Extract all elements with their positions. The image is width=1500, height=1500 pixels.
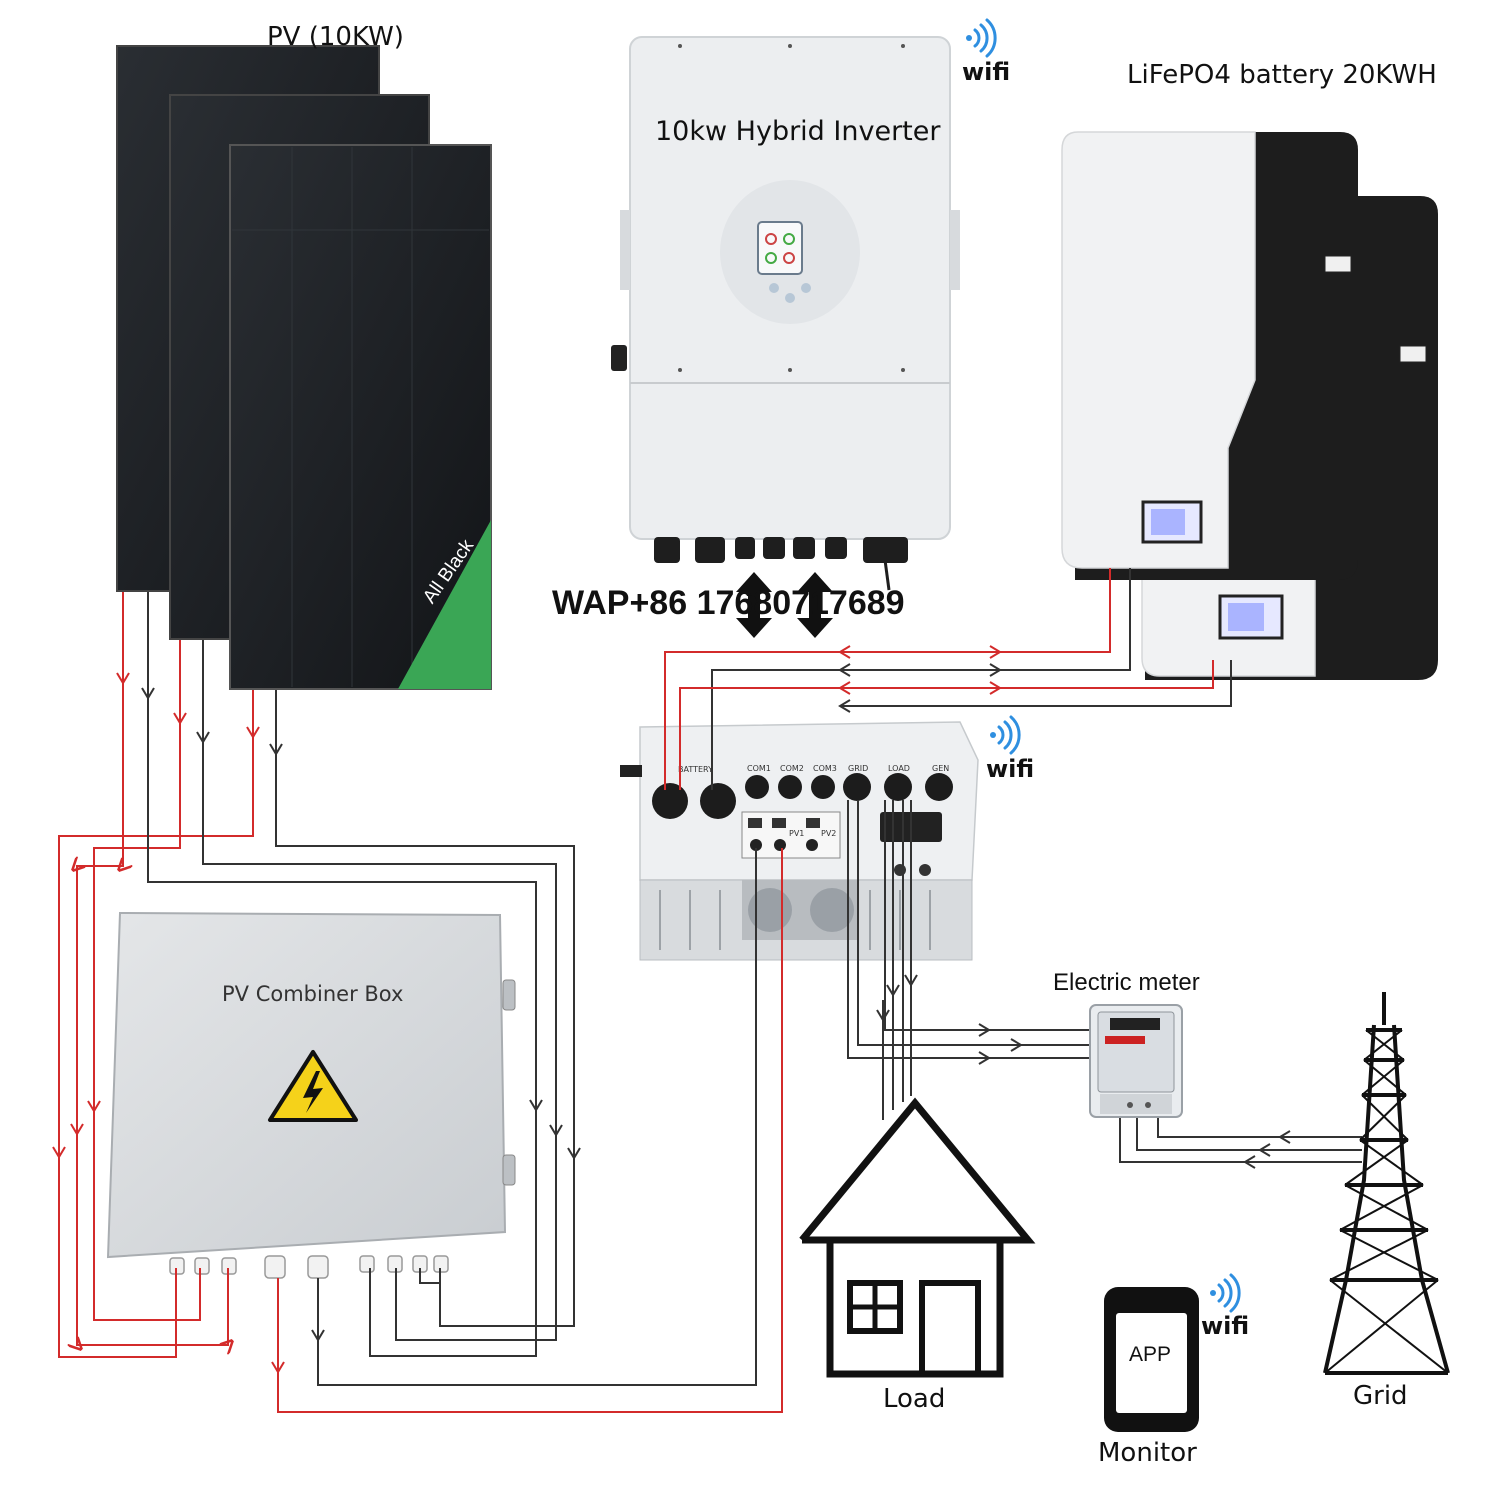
wiring-bay-wifi-label: wifi — [986, 755, 1035, 783]
wifi-icon — [966, 18, 1241, 1313]
load-label: Load — [883, 1384, 946, 1414]
port-label-load: LOAD — [888, 764, 910, 773]
inverter-screen — [757, 221, 803, 275]
pv-label: PV (10KW) — [267, 22, 404, 52]
pv-negative-wires — [147, 592, 575, 1357]
app-label: APP — [1129, 1343, 1172, 1366]
inverter-wifi-label: wifi — [962, 58, 1011, 86]
port-label-grid: GRID — [848, 764, 868, 773]
panel-badge — [398, 520, 491, 689]
comm-arrows — [736, 572, 833, 638]
pv-combiner-box — [106, 911, 516, 1279]
inverter-glands — [654, 537, 908, 591]
grid-label: Grid — [1353, 1381, 1408, 1411]
port-label-com1: COM1 — [747, 764, 771, 773]
port-labels: BATTERY COM1 COM2 COM3 GRID LOAD GEN PV1… — [678, 764, 949, 838]
monitor-wifi-label: wifi — [1201, 1312, 1250, 1340]
battery-wires — [664, 568, 1232, 790]
wire-arrows — [52, 672, 581, 1160]
battery-pack-front — [1061, 131, 1358, 580]
combiner-label: PV Combiner Box — [222, 982, 404, 1006]
pv-positive-wires — [58, 592, 254, 1358]
port-label-gen: GEN — [932, 764, 949, 773]
grid-load-wires — [847, 800, 1362, 1169]
meter-label: Electric meter — [1053, 969, 1200, 996]
port-label-pv1: PV1 — [789, 829, 804, 838]
grid-tower-icon — [1323, 992, 1450, 1375]
hybrid-inverter — [611, 36, 960, 591]
inverter-label: 10kw Hybrid Inverter — [655, 116, 941, 147]
combiner-glands — [169, 1255, 449, 1279]
port-label-com2: COM2 — [780, 764, 804, 773]
electric-meter — [1089, 1004, 1183, 1118]
pv-panel-3 — [229, 144, 492, 690]
monitor-label: Monitor — [1098, 1438, 1197, 1468]
battery-label: LiFePO4 battery 20KWH — [1127, 60, 1437, 90]
com-ports — [745, 773, 953, 801]
port-label-com3: COM3 — [813, 764, 837, 773]
port-label-battery: BATTERY — [678, 765, 713, 774]
inverter-wiring-bay: BATTERY COM1 COM2 COM3 GRID LOAD GEN PV1… — [620, 721, 979, 961]
pv-panels — [116, 45, 492, 690]
port-label-pv2: PV2 — [821, 829, 836, 838]
combiner-to-inverter-wires — [271, 848, 783, 1413]
monitor-phone-icon — [1104, 1287, 1199, 1432]
load-house-icon — [799, 1097, 1036, 1378]
pv-input-block — [741, 811, 841, 859]
battery-terminals — [652, 783, 736, 819]
watermark-text: WAP+86 17680717689 — [552, 584, 905, 622]
